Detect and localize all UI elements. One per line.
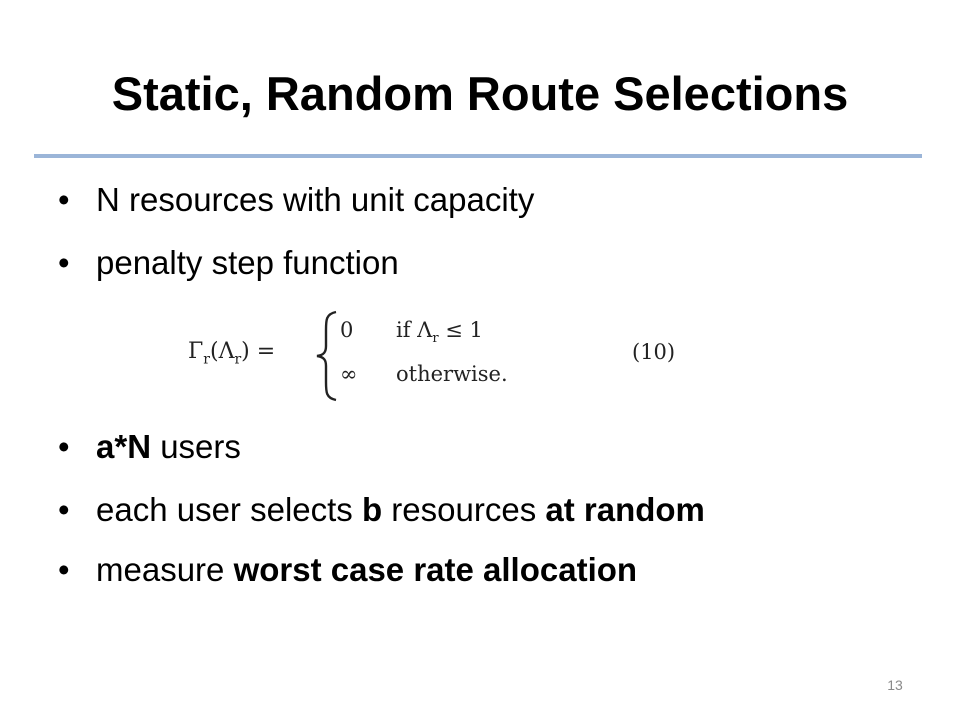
case-1-condition-text: if Λ [396, 318, 433, 342]
case-1-condition: if Λr ≤ 1 [396, 316, 483, 353]
equation-equals: = [256, 339, 276, 364]
case-2-value: ∞ [340, 362, 358, 386]
title-divider [34, 154, 922, 158]
equation-lhs: Γr(Λr) = [188, 339, 276, 368]
bullet-icon: • [58, 491, 70, 528]
case-2-condition: otherwise. [396, 362, 508, 386]
equation-number: (10) [632, 340, 676, 364]
bullet-text: penalty step function [96, 243, 399, 283]
equation-arg: Λ [218, 339, 235, 364]
bullet-text-part: resources [382, 491, 546, 528]
bullet-text-bold: at random [545, 491, 705, 528]
case-1-condition-sub: r [432, 331, 439, 347]
bullet-text: each user selects b resources at random [96, 490, 705, 530]
bullet-text-part: users [151, 428, 241, 465]
bullet-text-part: penalty step function [96, 244, 399, 281]
case-1-value: 0 [340, 318, 354, 342]
equation-fn-sub: r [203, 351, 210, 368]
page-number: 13 [887, 677, 903, 693]
bullet-icon: • [58, 181, 70, 218]
bullet-text: N resources with unit capacity [96, 180, 534, 220]
bullet-text: a*N users [96, 427, 241, 467]
bullet-text-bold: b [361, 491, 383, 528]
equation-arg-sub: r [234, 351, 242, 368]
equation-fn: Γ [188, 339, 204, 364]
penalty-equation: Γr(Λr) = 0 if Λr ≤ 1 ∞ otherwise. (10) [188, 310, 688, 402]
bullet-text: measure worst case rate allocation [96, 550, 637, 590]
bullet-text-part: N resources with unit capacity [96, 181, 535, 218]
case-1-condition-rest: ≤ 1 [438, 318, 483, 342]
bullet-icon: • [58, 244, 70, 281]
bullet-text-part: each user selects [96, 491, 362, 528]
left-brace-icon [316, 310, 337, 402]
bullet-text-bold: a*N [96, 428, 152, 465]
slide-title: Static, Random Route Selections [111, 67, 849, 120]
bullet-text-bold: worst case rate allocation [233, 551, 638, 588]
bullet-icon: • [58, 551, 70, 588]
bullet-icon: • [58, 428, 70, 465]
bullet-text-part: measure [96, 551, 234, 588]
